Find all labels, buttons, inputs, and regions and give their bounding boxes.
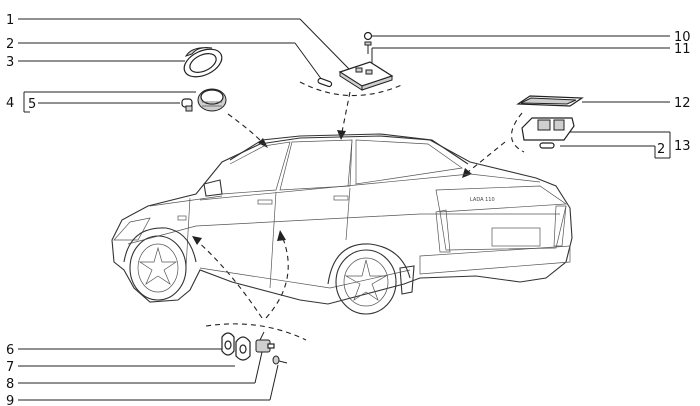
plate-lamp-lens (516, 95, 584, 107)
door-switch-gasket (221, 332, 235, 356)
callout-13: 13 (674, 139, 691, 154)
door-switch-boot (235, 336, 251, 361)
grouping-arcs (205, 81, 525, 341)
callout-10: 10 (674, 30, 691, 45)
callout-4: 4 (6, 96, 14, 111)
festoon-bulb-bottom (539, 142, 555, 149)
callout-11: 11 (674, 42, 691, 57)
plate-lamp-housing (521, 117, 575, 141)
callout-numbers: 1 2 3 4 5 10 11 12 13 2 6 7 8 9 (6, 13, 691, 406)
callout-3: 3 (6, 55, 14, 70)
front-wheel (129, 235, 187, 301)
callout-12: 12 (674, 96, 691, 111)
screw-top (364, 41, 372, 54)
trunk-badge: LADA 110 (470, 197, 495, 203)
screw-bottom (272, 355, 288, 365)
callout-9: 9 (6, 394, 14, 406)
callout-2-bottom: 2 (657, 142, 665, 157)
door-switch (255, 331, 275, 353)
washer (363, 31, 373, 41)
bulb-small (181, 98, 193, 112)
callout-1: 1 (6, 13, 14, 28)
callout-2-top: 2 (6, 37, 14, 52)
side-lamp-housing (197, 88, 227, 112)
callout-5: 5 (28, 97, 36, 112)
leader-lines (18, 18, 671, 401)
callout-7: 7 (6, 360, 14, 375)
mud-flap (399, 265, 415, 295)
callout-8: 8 (6, 377, 14, 392)
car-body: LADA 110 (111, 133, 573, 305)
rear-wheel (335, 249, 397, 315)
callout-6: 6 (6, 343, 14, 358)
dome-lamp (338, 61, 394, 91)
festoon-bulb-top (317, 77, 333, 88)
lamp-lens-ring (183, 47, 223, 78)
wheel-arches (123, 227, 411, 285)
